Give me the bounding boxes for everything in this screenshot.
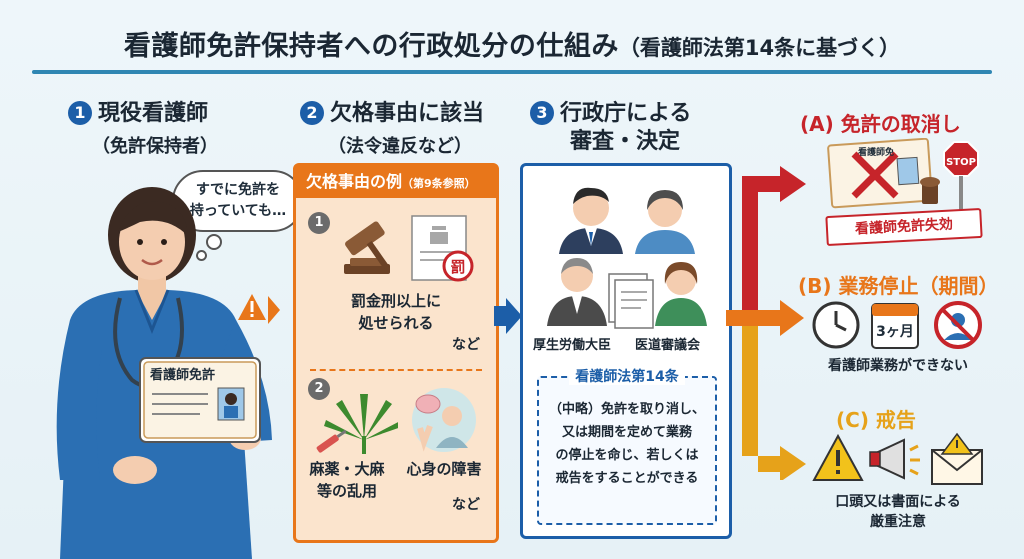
law-line-3: の停止を命じ、若しくは (555, 448, 699, 463)
warning-arrow (238, 294, 280, 324)
law-line-1: （中略）免許を取り消し、 (548, 402, 705, 417)
reason-2-left-text: 麻薬・大麻 等の乱用 (302, 458, 392, 502)
bubble-line-1: すでに免許を (195, 182, 281, 198)
reason-1-text: 罰金刑以上に 処せられる (316, 290, 476, 334)
outcome-b-desc: 看護師業務ができない (828, 358, 968, 374)
person-label-minister: 厚生労働大臣 (533, 338, 612, 353)
reason-2-left-line-1: 麻薬・大麻 (309, 460, 385, 478)
step1-heading: 現役看護師 (98, 101, 209, 126)
reason-2-etc: など (452, 497, 480, 513)
review-box: 厚生労働大臣 医道審議会 看護師法第14条 （中略）免許を取り消し、 又は期間を… (520, 163, 732, 539)
stop-sign-text: STOP (946, 157, 976, 168)
law-text: （中略）免許を取り消し、 又は期間を定めて業務 の停止を命じ、若しくは 戒告をす… (547, 398, 707, 490)
revoked-license-icon (827, 138, 979, 210)
title-sub: （看護師法第14条に基づく） (618, 36, 901, 60)
outcome-b-heading: (B) 業務停止（期間） (798, 274, 999, 298)
nurse-illustration (56, 187, 272, 559)
title-underline (32, 70, 992, 74)
law-line-4: 戒告をすることができる (555, 471, 699, 486)
officials-illustration (547, 187, 707, 329)
reason-2-number: 2 (308, 378, 330, 400)
reason-2-left-line-2: 等の乱用 (316, 482, 377, 500)
title-main: 看護師免許保持者への行政処分の仕組み (123, 31, 619, 62)
step2-sub: （法令違反など） (328, 136, 472, 157)
cannabis-leaf-icon (316, 394, 398, 454)
reasons-header-title: 欠格事由の例 (306, 172, 403, 191)
step1-sub: （免許保持者） (92, 136, 218, 157)
blue-arrow (494, 298, 522, 334)
reason-1-number: 1 (308, 212, 330, 234)
gavel-icon (344, 221, 390, 274)
warning-icons (812, 432, 983, 485)
outcome-c-desc-line-2: 厳重注意 (870, 514, 926, 530)
step3-number: 3 (530, 101, 554, 125)
suspension-icons (812, 301, 982, 349)
mental-health-icon (412, 388, 476, 452)
law-box: 看護師法第14条 （中略）免許を取り消し、 又は期間を定めて業務 の停止を命じ、… (537, 369, 717, 525)
reasons-header: 欠格事由の例（第9条参照） (296, 166, 496, 198)
calendar-period: 3ヶ月 (876, 324, 914, 340)
reasons-header-note: （第9条参照） (402, 177, 476, 190)
bubble-tail-1 (206, 234, 222, 250)
reasons-box: 欠格事由の例（第9条参照） 1 罰 罰金刑以上に 処せられる など 2 (293, 163, 499, 543)
reason-1-line-1: 罰金刑以上に (350, 292, 441, 310)
step3-heading-2: 審査・決定 (570, 129, 681, 154)
reason-1-line-2: 処せられる (358, 314, 434, 332)
document-penalty-icon (411, 215, 474, 282)
reason-2-right-text: 心身の障害 (406, 460, 482, 478)
reason-divider (310, 369, 482, 371)
page-title: 看護師免許保持者への行政処分の仕組み（看護師法第14条に基づく） (0, 8, 1024, 64)
step1-number: 1 (68, 101, 92, 125)
law-title-text: 看護師法第14条 (569, 369, 685, 385)
nurse-card-label: 看護師免許 (150, 368, 216, 383)
bubble-line-2: 持っていても… (189, 203, 287, 219)
penalty-stamp-char: 罰 (450, 258, 466, 276)
person-label-council: 医道審議会 (635, 338, 701, 353)
branch-arrows (726, 166, 806, 480)
bubble-tail-2 (196, 250, 207, 261)
revoked-card-label: 看護師免 (858, 148, 895, 158)
step2-heading: 欠格事由に該当 (330, 101, 485, 126)
outcome-c-desc-line-1: 口頭又は書面による (835, 494, 961, 510)
law-line-2: 又は期間を定めて業務 (561, 425, 692, 440)
outcome-c-heading: (C) 戒告 (836, 408, 916, 432)
reason-1-etc: など (452, 337, 480, 353)
step2-number: 2 (300, 101, 324, 125)
outcome-c-desc: 口頭又は書面による 厳重注意 (806, 492, 990, 532)
step3-heading-1: 行政庁による (560, 101, 692, 126)
outcome-a-heading: (A) 免許の取消し (800, 112, 961, 136)
law-title: 看護師法第14条 (539, 366, 715, 386)
